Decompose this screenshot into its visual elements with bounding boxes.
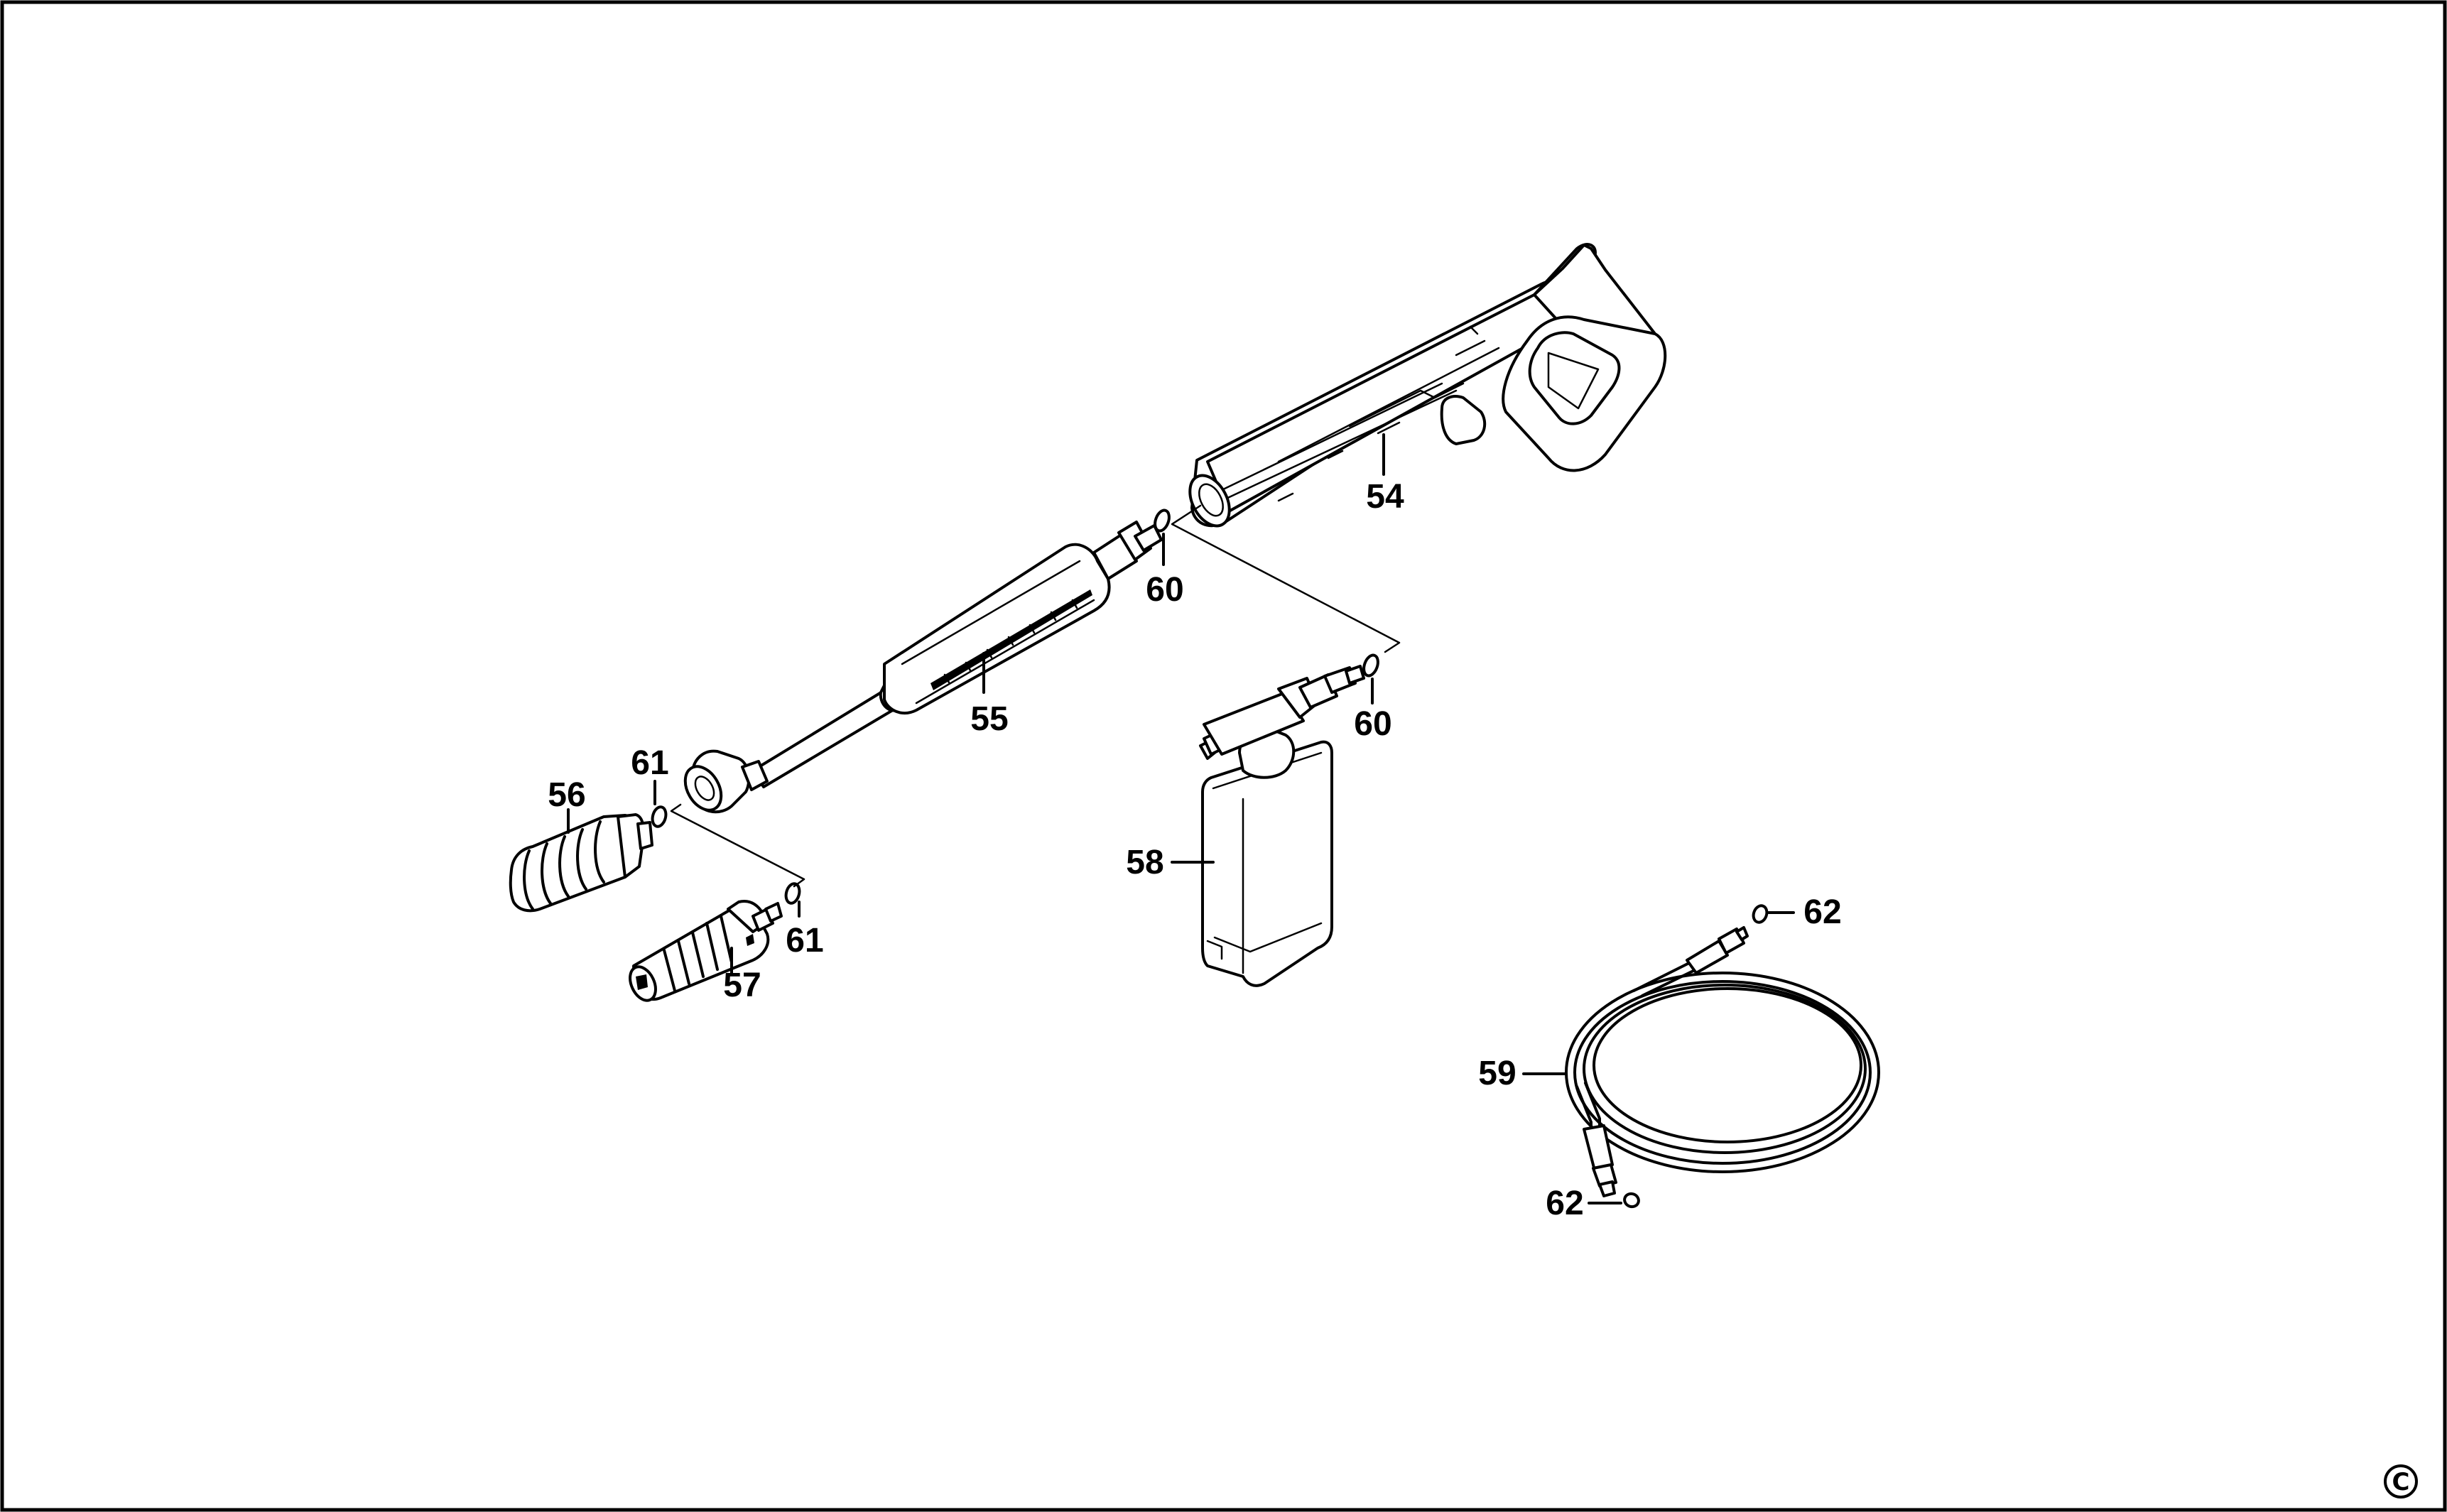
callout-57: 57 bbox=[723, 967, 761, 1004]
spray-gun-handle-icon bbox=[1188, 243, 1667, 528]
hose-coil-icon bbox=[1522, 926, 1880, 1197]
detergent-bottle-icon bbox=[1171, 665, 1365, 987]
callout-54: 54 bbox=[1366, 478, 1404, 516]
lance-icon bbox=[683, 521, 1163, 814]
assembly-guide-line bbox=[670, 803, 805, 888]
callout-55: 55 bbox=[970, 700, 1008, 738]
rotary-nozzle-icon bbox=[509, 808, 653, 913]
o-ring-icon bbox=[1588, 904, 1795, 1209]
callout-61: 61 bbox=[786, 922, 823, 959]
copyright-mark: C bbox=[2384, 1464, 2418, 1499]
o-ring-icon bbox=[651, 780, 801, 918]
callout-60: 60 bbox=[1146, 571, 1183, 609]
o-ring-icon bbox=[1154, 508, 1379, 705]
callout-61: 61 bbox=[631, 744, 668, 782]
variable-nozzle-icon bbox=[629, 900, 783, 1002]
callout-60: 60 bbox=[1354, 705, 1391, 743]
callout-62: 62 bbox=[1803, 893, 1841, 931]
callout-59: 59 bbox=[1478, 1055, 1516, 1092]
copyright-letter: C bbox=[2392, 1468, 2410, 1496]
callout-62: 62 bbox=[1546, 1185, 1583, 1222]
callout-58: 58 bbox=[1126, 844, 1163, 881]
assembly-guide-line bbox=[1171, 504, 1401, 653]
callout-56: 56 bbox=[548, 776, 585, 814]
